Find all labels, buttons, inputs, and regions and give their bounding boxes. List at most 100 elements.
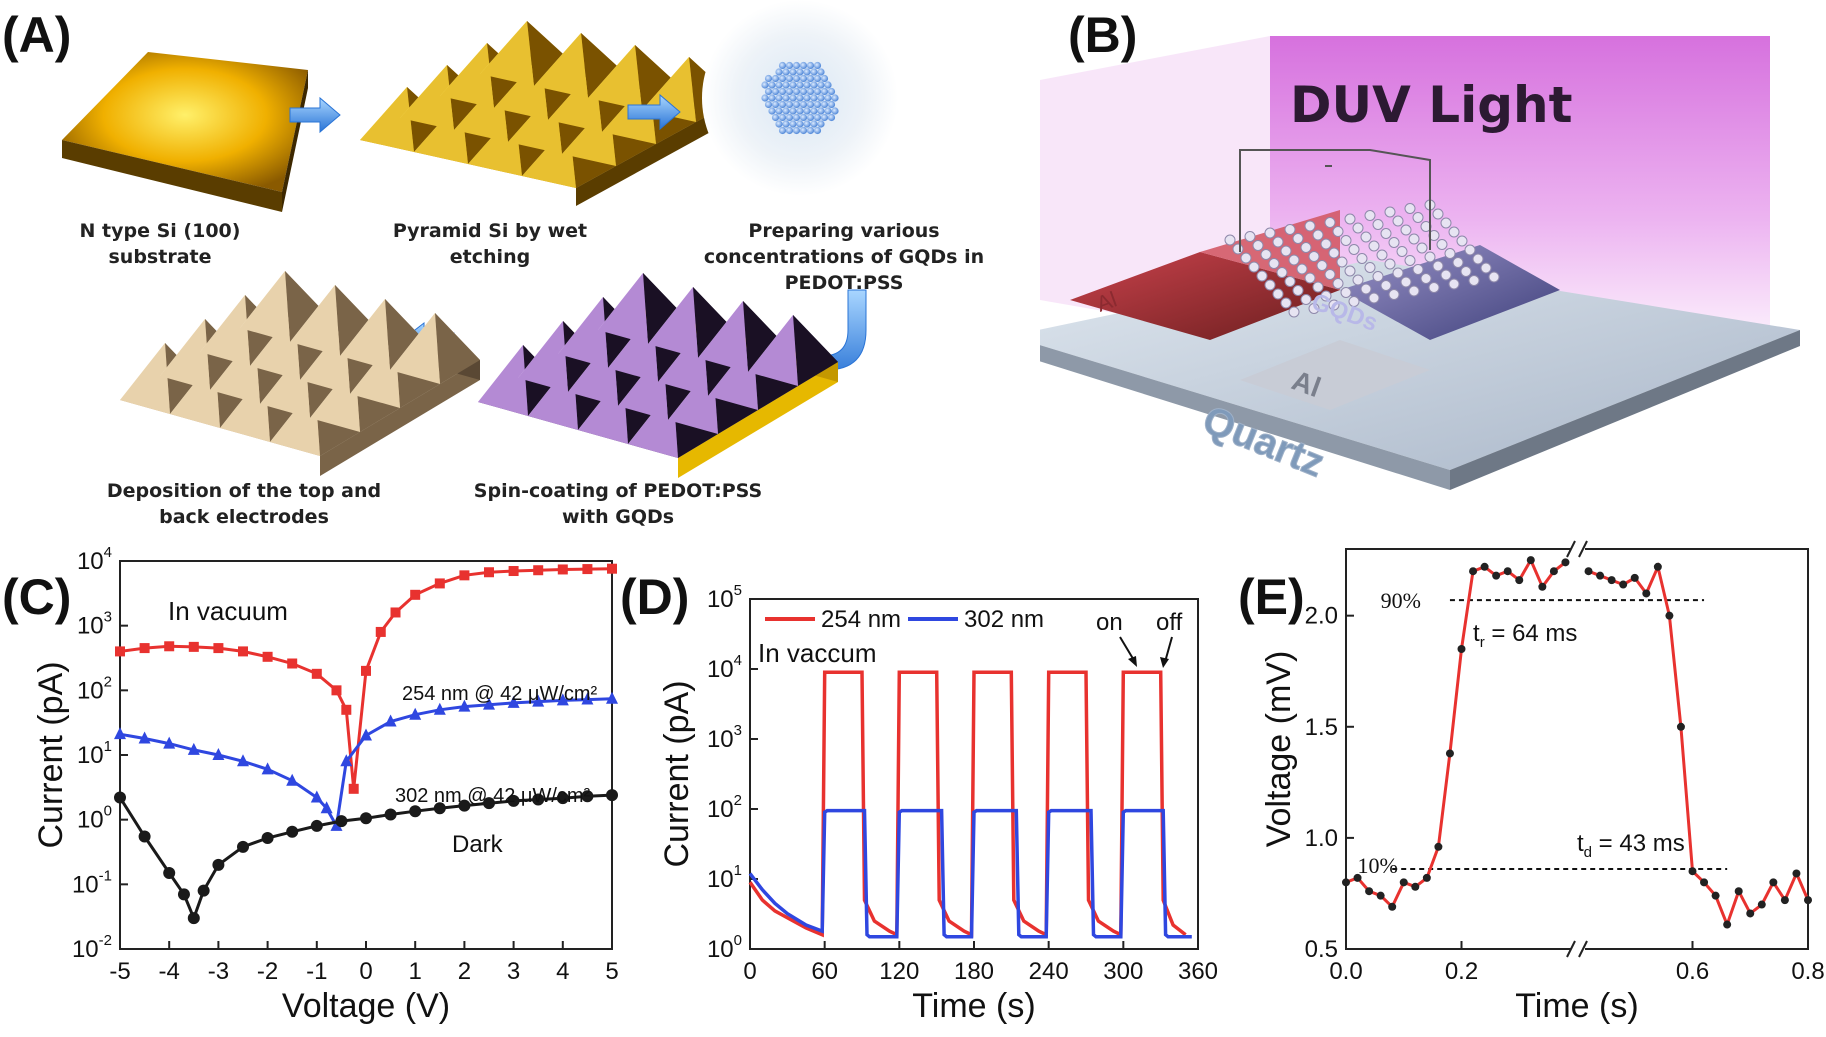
- data-point: [340, 754, 353, 767]
- panel-a-label: (A): [2, 7, 72, 63]
- data-point: [532, 694, 545, 707]
- data-point: [187, 912, 200, 925]
- x-tick-label: 0: [743, 958, 756, 985]
- data-point: [533, 565, 544, 576]
- data-point: [409, 805, 422, 818]
- data-point: [1561, 558, 1570, 567]
- data-point: [557, 564, 568, 575]
- y-tick-label: 100: [77, 803, 112, 834]
- data-point: [287, 658, 298, 669]
- data-point: [507, 794, 520, 807]
- x-tick-label: 0.6: [1676, 958, 1709, 985]
- data-point: [1688, 867, 1697, 876]
- x-tick-label: 2: [458, 958, 471, 985]
- data-point: [409, 707, 422, 720]
- legend-label: 302 nm: [964, 606, 1044, 633]
- axis-break: [1566, 940, 1576, 958]
- axis-break: [1566, 540, 1576, 558]
- data-point: [164, 641, 175, 652]
- y-tick-label: 102: [707, 792, 742, 823]
- data-point: [1445, 749, 1454, 758]
- spin-coated-substrate: [478, 273, 838, 478]
- data-point: [163, 736, 176, 749]
- data-point: [1469, 567, 1478, 576]
- panel-c-label: (C): [2, 569, 72, 625]
- data-point: [1526, 556, 1535, 565]
- data-point: [139, 643, 150, 654]
- x-tick-label: 0: [359, 958, 372, 985]
- data-point: [261, 762, 274, 775]
- data-point: [384, 714, 397, 727]
- data-point: [384, 808, 397, 821]
- data-point: [311, 668, 322, 679]
- data-point: [138, 731, 151, 744]
- data-point: [556, 693, 569, 706]
- step-3-caption: Preparing various concentrations of GQDs…: [703, 220, 985, 294]
- dark-annotation: Dark: [452, 831, 504, 858]
- y-tick-label: 104: [77, 544, 112, 575]
- x-tick-label: -4: [159, 958, 180, 985]
- y-tick-label: 0.5: [1305, 936, 1338, 963]
- x-tick-label: 5: [605, 958, 618, 985]
- data-point: [606, 789, 618, 802]
- decay-time-label: td = 43 ms: [1577, 830, 1685, 861]
- step-2-caption: Pyramid Si by wet etching: [392, 220, 588, 268]
- data-point: [1757, 900, 1766, 909]
- data-point: [459, 570, 470, 581]
- data-point: [606, 691, 618, 704]
- y-tick-label: 10-1: [72, 867, 112, 898]
- data-point: [1342, 878, 1350, 887]
- x-tick-label: 360: [1178, 958, 1218, 985]
- data-point: [237, 840, 249, 853]
- rise-time-label: tr = 64 ms: [1473, 620, 1577, 651]
- data-point: [1723, 920, 1732, 929]
- data-point: [331, 685, 342, 696]
- off-annotation: off: [1156, 609, 1183, 636]
- pyramid-si-substrate: [360, 21, 736, 206]
- x-tick-label: 3: [507, 958, 520, 985]
- x-axis-label: Time (s): [1515, 987, 1638, 1025]
- y-tick-label: 101: [77, 738, 112, 769]
- electrode-deposited-device: [120, 271, 480, 476]
- off-arrowhead: [1160, 657, 1169, 668]
- data-point: [286, 825, 299, 838]
- data-point: [607, 563, 617, 574]
- x-tick-label: 1: [409, 958, 422, 985]
- flat-si-substrate: [62, 52, 308, 212]
- y-tick-label: 101: [707, 862, 742, 893]
- data-point: [310, 819, 323, 832]
- y-axis-label: Voltage (mV): [1260, 651, 1298, 848]
- data-point: [212, 748, 225, 760]
- data-point: [390, 607, 401, 618]
- arrow-right-icon: [627, 93, 681, 131]
- x-tick-label: -3: [208, 958, 229, 985]
- data-point: [1503, 567, 1512, 576]
- data-point: [114, 791, 126, 804]
- data-point: [237, 754, 249, 767]
- data-point: [310, 790, 323, 803]
- data-point: [458, 699, 471, 712]
- x-tick-label: 120: [879, 958, 919, 985]
- data-point: [238, 646, 248, 657]
- data-point: [348, 783, 359, 794]
- axis-break: [1578, 540, 1588, 558]
- data-point: [375, 626, 386, 637]
- series-line: [748, 808, 1192, 939]
- step-1-caption: N type Si (100) substrate: [79, 220, 241, 268]
- data-point: [483, 797, 495, 810]
- y-tick-label: 100: [707, 932, 742, 963]
- data-point: [1676, 722, 1685, 731]
- panel-a: (A): [0, 0, 1000, 540]
- data-point: [433, 802, 446, 815]
- data-point: [115, 646, 125, 657]
- step-5-caption: Deposition of the top and back electrode…: [106, 480, 382, 528]
- y-tick-label: 103: [707, 722, 742, 753]
- data-point: [1769, 878, 1778, 887]
- data-point: [1642, 589, 1651, 598]
- y-tick-label: 104: [707, 652, 742, 683]
- panel-d-label: (D): [620, 569, 690, 625]
- data-point: [410, 589, 421, 600]
- data-point: [341, 704, 352, 715]
- data-point: [188, 641, 199, 652]
